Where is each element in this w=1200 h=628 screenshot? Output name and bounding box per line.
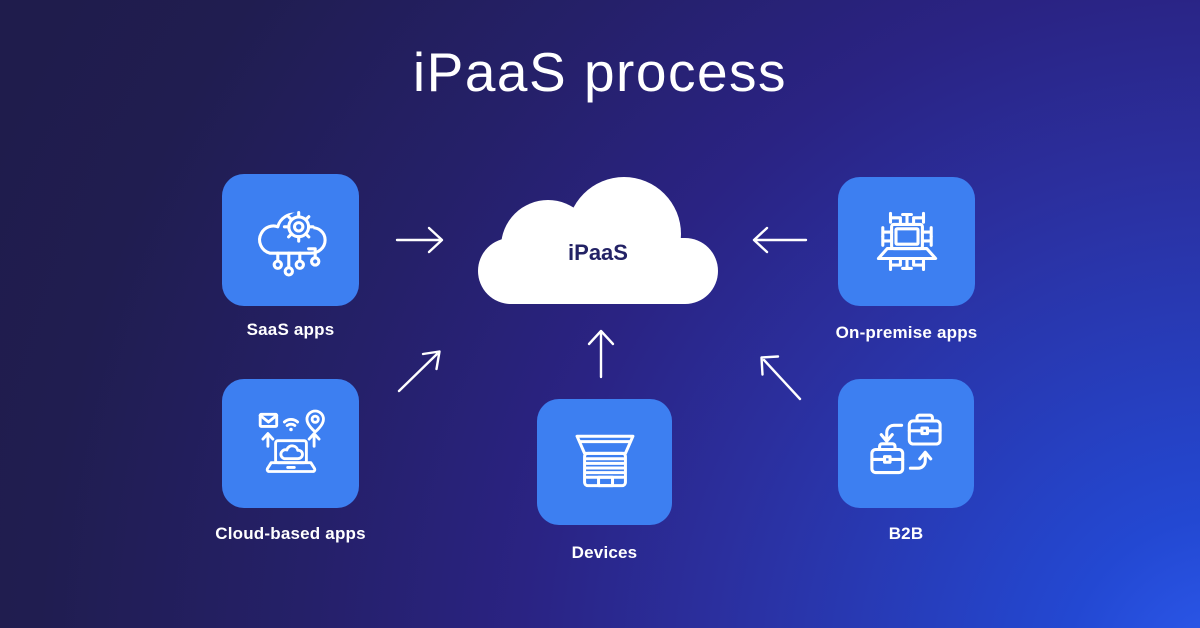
node-label-b2b: B2B [888,524,924,543]
cloud-label: iPaaS [568,240,628,265]
node-saas-apps [222,174,359,306]
node-onpremise-apps [838,177,975,306]
cloud-icon: iPaaS [478,177,718,304]
arrow-devices-to-ipaas [587,329,615,379]
briefcase-exchange-icon [870,413,942,474]
arrow-saas-to-ipaas [395,226,444,254]
page-title: iPaaS process [412,41,788,103]
cloud-laptop-sync-icon [258,409,325,473]
ipaas-cloud: iPaaS [478,177,718,309]
device-laptop-icon [575,434,634,488]
arrow-cloudbased-to-ipaas [397,350,441,393]
node-devices [537,399,672,525]
node-label-devices: Devices [571,543,638,562]
onpremise-chip-laptop-icon [876,211,937,271]
node-b2b [838,379,974,508]
node-label-saas-apps: SaaS apps [246,320,335,339]
node-label-onpremise-apps: On-premise apps [835,323,978,342]
node-cloud-based-apps [222,379,359,508]
saas-cloud-gear-icon [257,210,327,277]
arrow-onpremise-to-ipaas [752,226,808,254]
arrow-b2b-to-ipaas [760,355,802,401]
node-label-cloud-based-apps: Cloud-based apps [215,524,366,543]
